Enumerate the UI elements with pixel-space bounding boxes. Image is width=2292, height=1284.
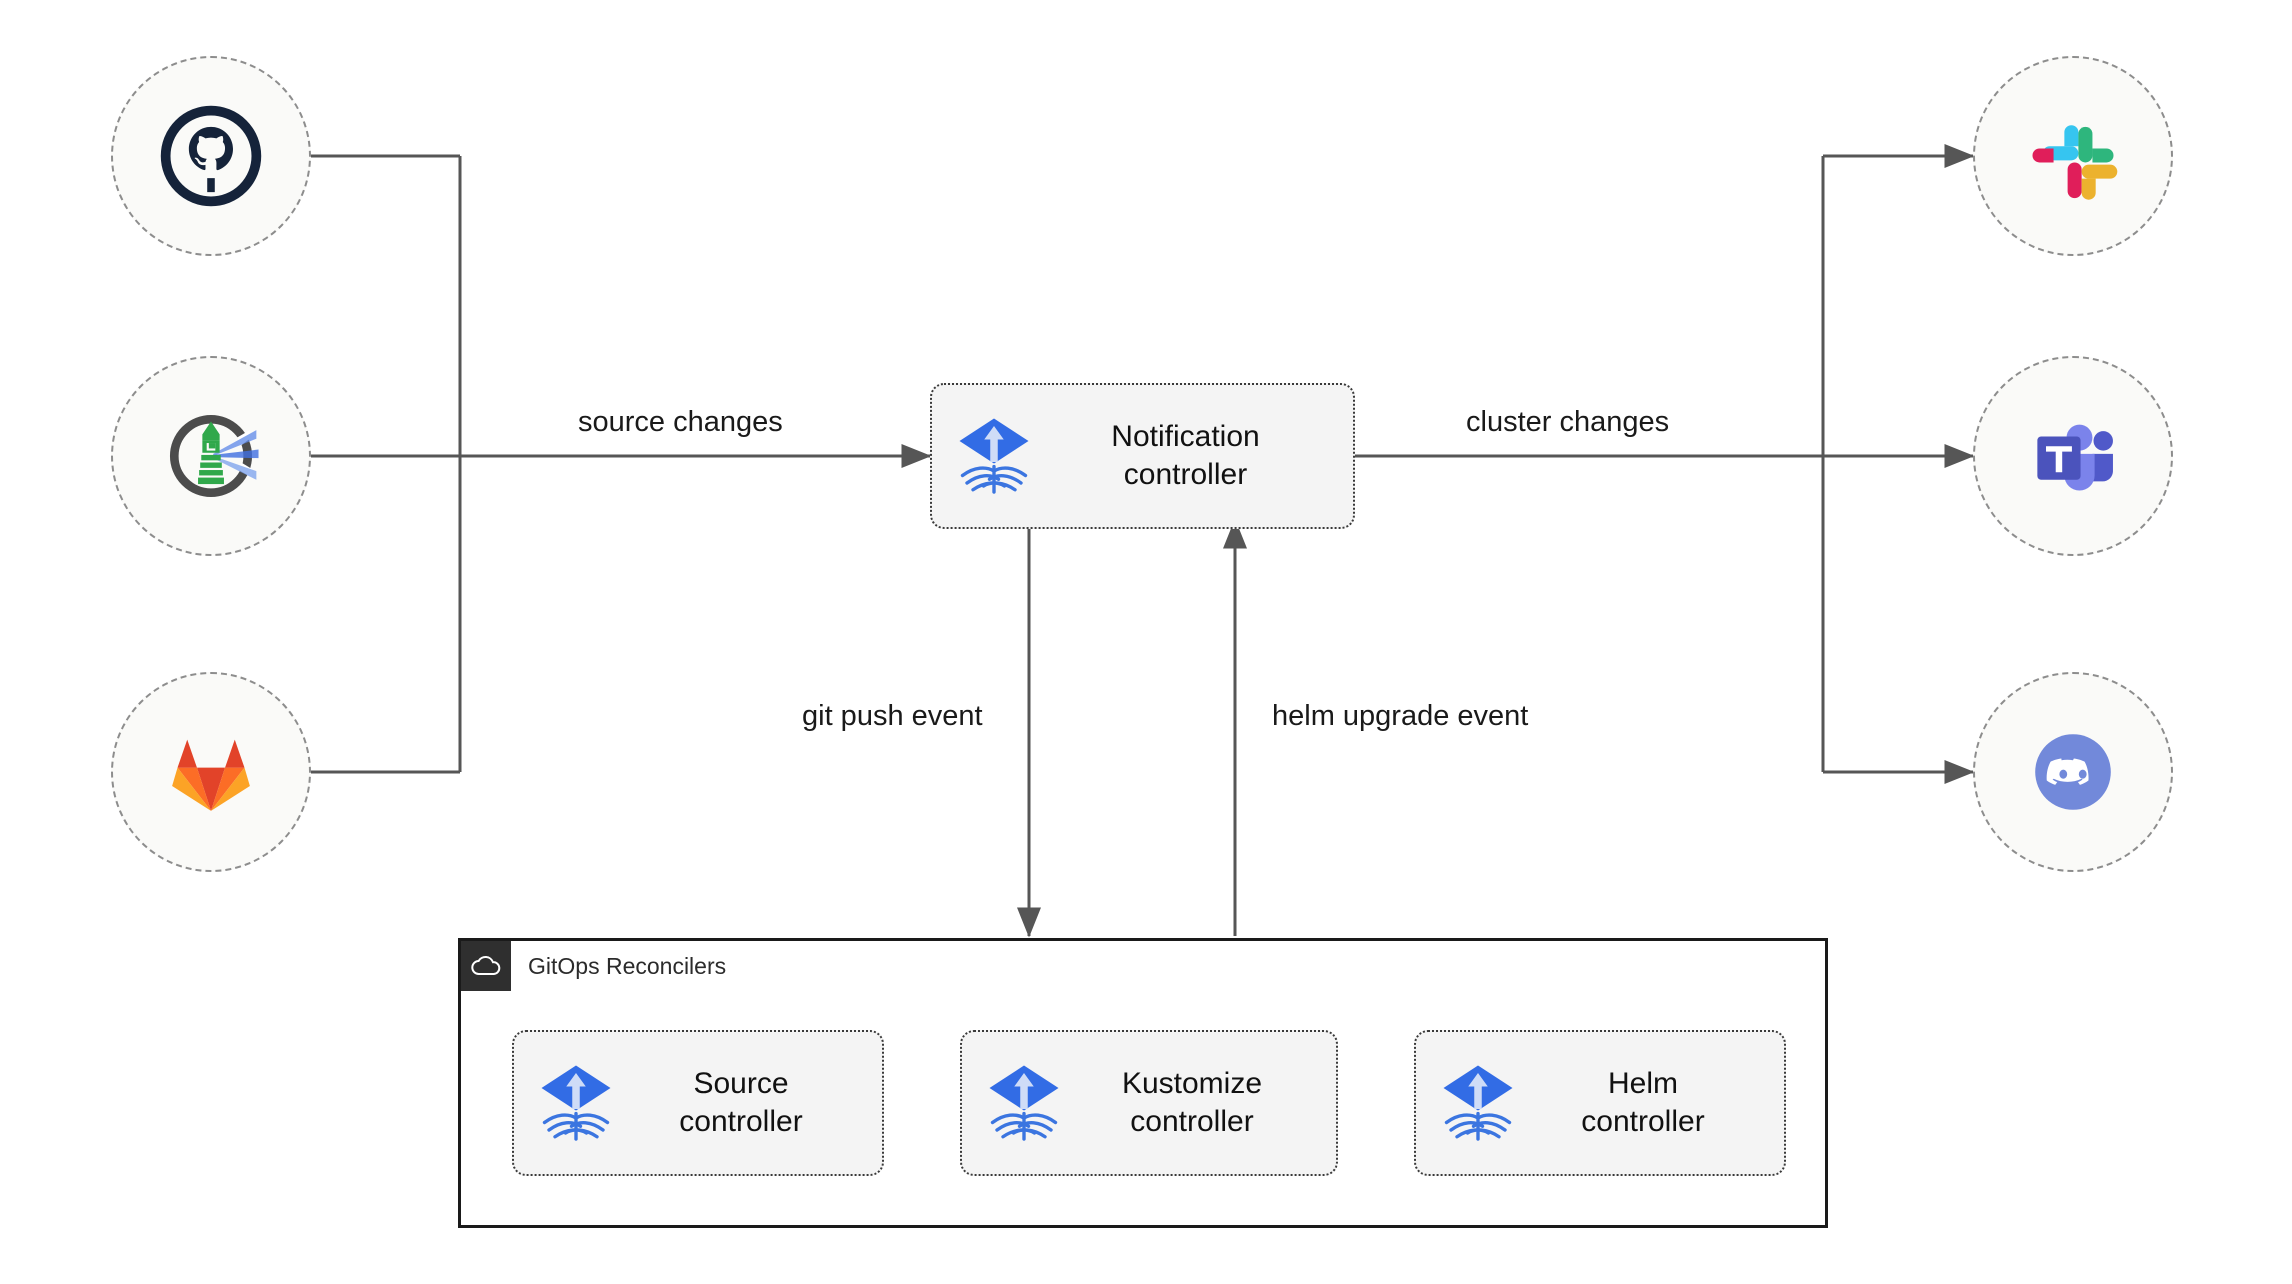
flux-logo-icon bbox=[959, 418, 1029, 494]
flux-logo-icon bbox=[541, 1065, 611, 1141]
ms-teams-icon bbox=[2037, 424, 2113, 491]
source-node-flux[interactable] bbox=[111, 356, 311, 556]
flux-logo-icon bbox=[989, 1065, 1059, 1141]
gitops-group-header: GitOps Reconcilers bbox=[461, 941, 726, 991]
flux-logo-icon bbox=[1443, 1065, 1513, 1141]
discord-icon bbox=[2035, 734, 2111, 810]
helm-controller-node[interactable]: Helm controller bbox=[1414, 1030, 1786, 1176]
destination-node-discord[interactable] bbox=[1973, 672, 2173, 872]
source-controller-node[interactable]: Source controller bbox=[512, 1030, 884, 1176]
gitlab-icon bbox=[172, 739, 250, 811]
notification-controller-node[interactable]: Notification controller bbox=[930, 383, 1355, 529]
source-controller-label: Source controller bbox=[679, 1066, 803, 1138]
kustomize-controller-label: Kustomize controller bbox=[1121, 1066, 1263, 1138]
notification-controller-label: Notification controller bbox=[1111, 419, 1260, 491]
cloud-icon bbox=[471, 956, 501, 976]
slack-icon bbox=[2032, 125, 2118, 200]
destination-node-slack[interactable] bbox=[1973, 56, 2173, 256]
github-icon bbox=[160, 105, 262, 207]
helm-controller-label: Helm controller bbox=[1581, 1066, 1705, 1138]
edge-label-source-changes: source changes bbox=[578, 406, 783, 438]
gitops-group-title: GitOps Reconcilers bbox=[528, 952, 727, 979]
kustomize-controller-node[interactable]: Kustomize controller bbox=[960, 1030, 1338, 1176]
edge-label-cluster-changes: cluster changes bbox=[1466, 406, 1670, 438]
gitops-badge bbox=[461, 941, 511, 991]
flux-lighthouse-icon bbox=[169, 414, 259, 498]
source-node-gitlab[interactable] bbox=[111, 672, 311, 872]
source-node-github[interactable] bbox=[111, 56, 311, 256]
edge-label-helm-upgrade-event: helm upgrade event bbox=[1272, 700, 1529, 732]
destination-node-msteams[interactable] bbox=[1973, 356, 2173, 556]
edge-label-git-push-event: git push event bbox=[802, 700, 983, 732]
